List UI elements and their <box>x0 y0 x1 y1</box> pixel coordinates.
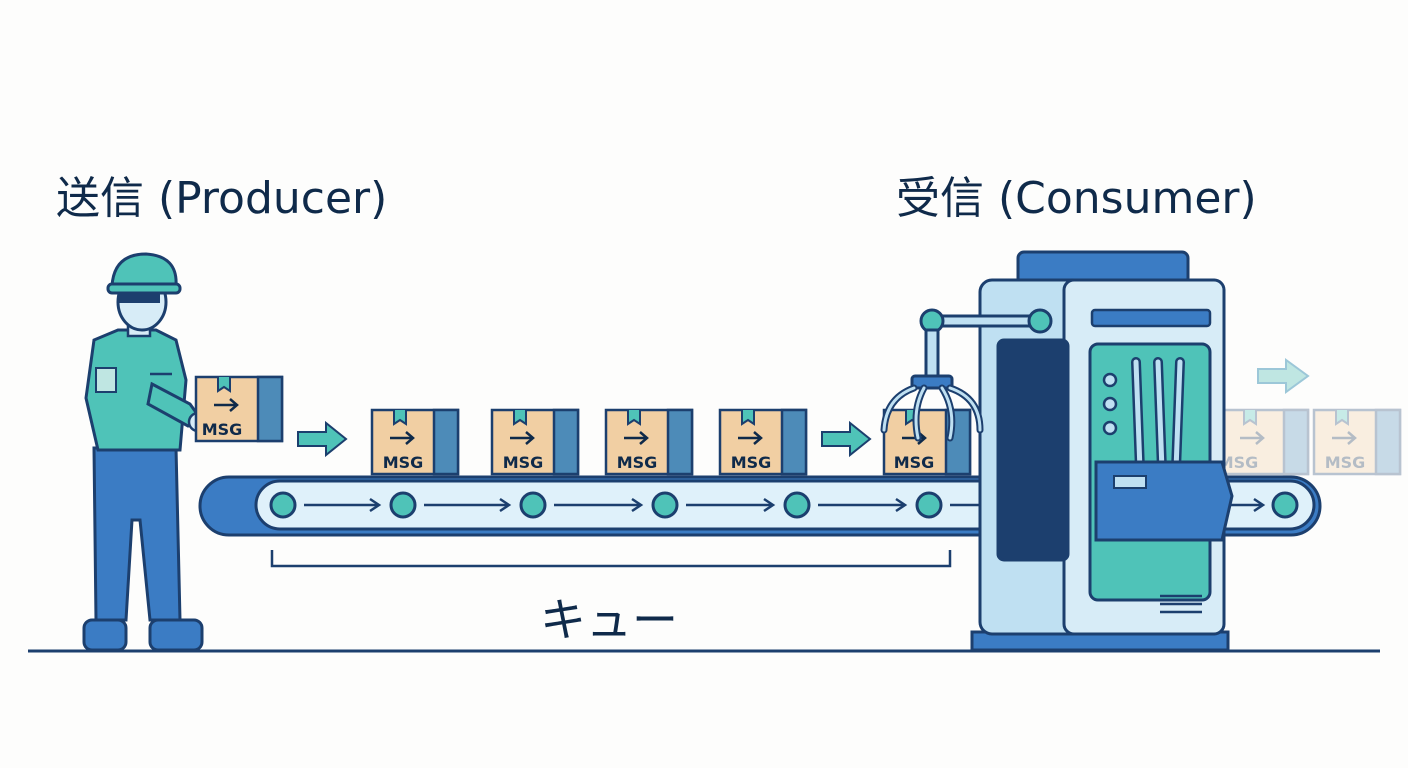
queue-bracket <box>270 550 952 568</box>
queue-label: キュー <box>540 593 678 647</box>
message-box-processed: MSG <box>1218 408 1310 476</box>
msg-label: MSG <box>731 453 772 472</box>
msg-label: MSG <box>1325 453 1366 472</box>
msg-label: MSG <box>1218 453 1259 472</box>
conveyor-rollers <box>269 491 1299 519</box>
msg-label: MSG <box>383 453 424 472</box>
message-box-queued: MSG <box>718 408 808 476</box>
message-box-queued: MSG <box>370 408 460 476</box>
producer-worker <box>82 252 209 652</box>
producer-title: 送信 (Producer) <box>56 173 388 224</box>
message-box-held: MSG <box>194 375 284 443</box>
outgoing-arrow-icon <box>1257 358 1310 394</box>
msg-label: MSG <box>617 453 658 472</box>
message-box-queued: MSG <box>490 408 580 476</box>
message-box-grabbed: MSG <box>882 408 972 476</box>
flow-arrow-icon <box>297 420 872 458</box>
message-box-queued: MSG <box>604 408 694 476</box>
msg-label: MSG <box>202 420 243 439</box>
msg-label: MSG <box>503 453 544 472</box>
consumer-title: 受信 (Consumer) <box>896 173 1257 224</box>
consumer-machine <box>970 250 1234 652</box>
msg-label: MSG <box>894 453 935 472</box>
message-box-processed: MSG <box>1312 408 1402 476</box>
robotic-arm <box>880 308 1053 442</box>
